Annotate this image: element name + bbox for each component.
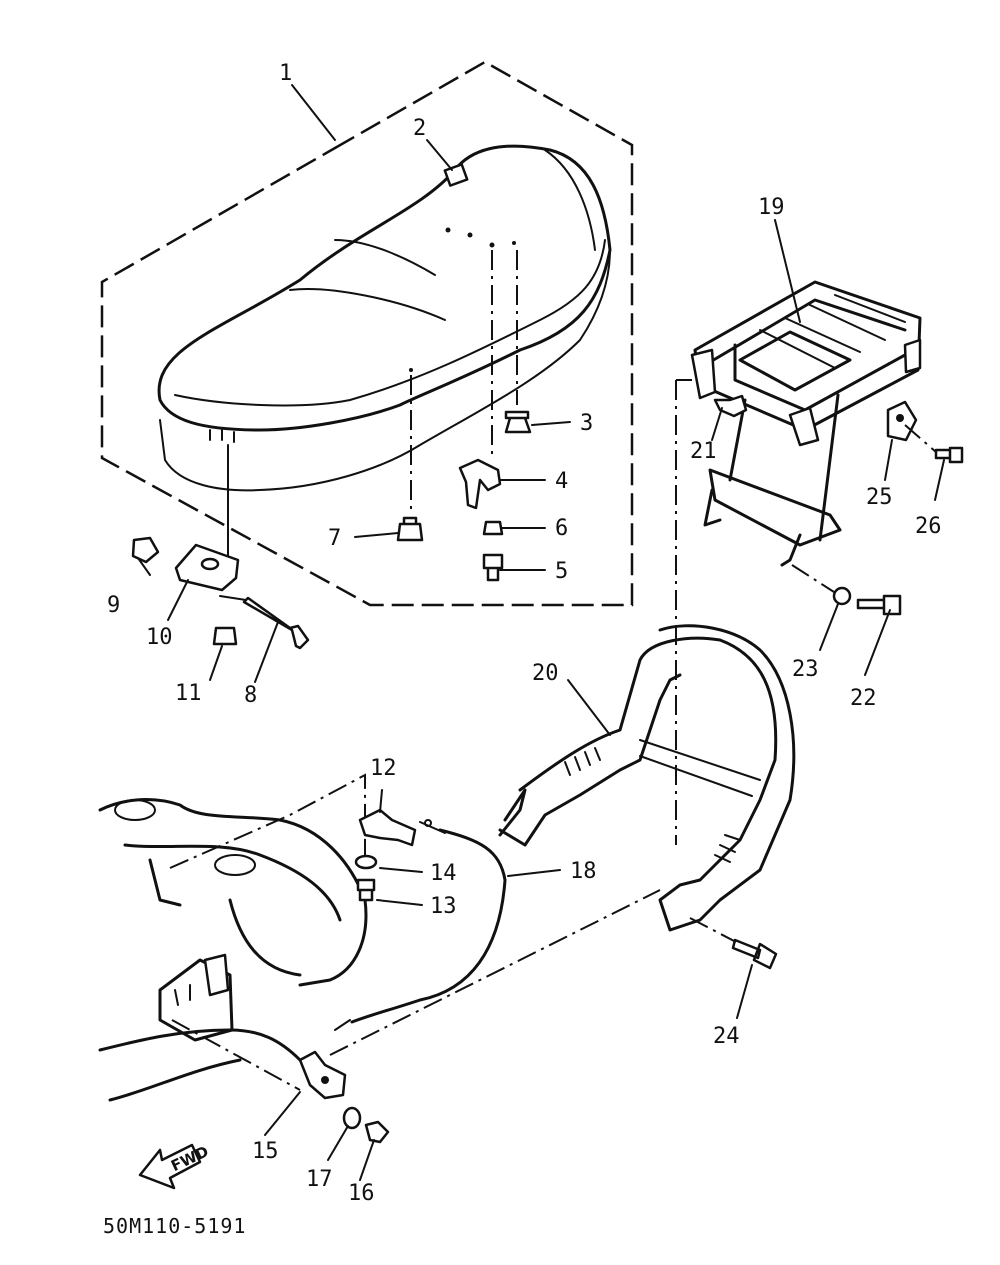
callout-12: 12 [370, 756, 397, 781]
part-20-grab-rail [498, 624, 796, 932]
callout-19: 19 [758, 195, 785, 220]
part-11-nut [212, 626, 238, 646]
install-line [329, 889, 661, 1056]
part-21-bolt [713, 394, 748, 418]
callout-18: 18 [570, 859, 597, 884]
part-15-latch [298, 1050, 347, 1100]
frame [98, 798, 368, 1102]
part-23-washer [832, 586, 852, 606]
part-13-bolt [356, 878, 376, 902]
install-line [171, 1019, 301, 1091]
callout-24: 24 [713, 1024, 740, 1049]
callout-9: 9 [107, 593, 120, 618]
part-17-washer [342, 1106, 362, 1130]
part-6-nut [482, 520, 504, 536]
part-8-bolt [242, 596, 310, 650]
callout-26: 26 [915, 514, 942, 539]
callout-14: 14 [430, 861, 457, 886]
callout-10: 10 [146, 625, 173, 650]
callout-17: 17 [306, 1167, 333, 1192]
drawing-code: 50M110-5191 [103, 1214, 246, 1238]
callout-2: 2 [413, 116, 426, 141]
part-7-damper [396, 516, 424, 542]
callout-16: 16 [348, 1181, 375, 1206]
callout-7: 7 [328, 526, 341, 551]
callout-11: 11 [175, 681, 202, 706]
part-22-bolt [856, 594, 902, 616]
callout-22: 22 [850, 686, 877, 711]
part-18-cable [334, 819, 507, 1031]
part-26-bolt [934, 446, 964, 464]
callout-23: 23 [792, 657, 819, 682]
part-14-washer [354, 854, 378, 870]
callout-4: 4 [555, 469, 568, 494]
callout-3: 3 [580, 411, 593, 436]
part-4-bracket [458, 458, 502, 510]
callout-6: 6 [555, 516, 568, 541]
callout-1: 1 [279, 61, 292, 86]
part-5-bolt [482, 553, 504, 582]
callout-5: 5 [555, 559, 568, 584]
callout-8: 8 [244, 683, 257, 708]
install-line [675, 379, 692, 845]
part-3-damper [504, 410, 532, 434]
part-16-bolt [364, 1120, 390, 1144]
part-9-nut [131, 536, 160, 564]
leader-lines [137, 84, 945, 1181]
part-12-bracket [358, 808, 417, 847]
callout-21: 21 [690, 439, 717, 464]
part-19-carrier [690, 280, 922, 567]
callout-13: 13 [430, 894, 457, 919]
part-24-bolt [731, 938, 778, 970]
callout-25: 25 [866, 485, 893, 510]
callout-15: 15 [252, 1139, 279, 1164]
seat [157, 144, 612, 492]
callout-20: 20 [532, 661, 559, 686]
fwd-arrow-icon: FWD [138, 1142, 211, 1190]
seat-assembly-boundary [100, 60, 634, 607]
